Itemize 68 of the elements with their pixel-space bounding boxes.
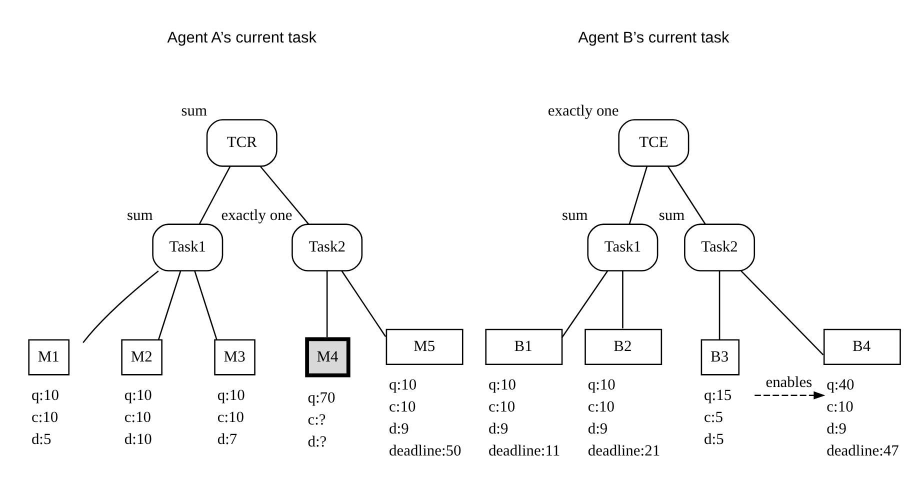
node-label: q:15 — [704, 387, 732, 404]
node-label: q:10 — [124, 387, 152, 404]
node-label: d:5 — [31, 430, 52, 448]
connector — [667, 166, 706, 224]
node-label: sum — [181, 102, 208, 120]
arrow — [754, 391, 826, 400]
node-label: sum — [562, 206, 588, 224]
node-box: B4 — [823, 328, 901, 366]
node-label: q:10 — [588, 376, 616, 394]
node-box: Task2 — [684, 224, 756, 272]
node-box: TCE — [618, 119, 690, 167]
node-label: sum — [126, 206, 153, 224]
node-label: c:10 — [826, 398, 854, 416]
node-box: B3 — [700, 339, 740, 376]
connector — [260, 166, 310, 225]
node-label: deadline:50 — [389, 442, 462, 460]
node-label: c:10 — [588, 398, 615, 416]
connector — [82, 270, 159, 343]
connector — [198, 166, 231, 224]
label: Agent A’s current task — [167, 29, 316, 46]
node-label: c:10 — [217, 408, 244, 426]
node-box: B1 — [485, 328, 563, 366]
node-box: M3 — [214, 339, 256, 376]
node-box: Task1 — [587, 224, 658, 272]
connector — [628, 166, 648, 224]
node-label: c:? — [308, 412, 326, 429]
node-label: c:10 — [124, 408, 152, 426]
node-label: d:9 — [826, 420, 846, 438]
node-label: c:10 — [389, 398, 416, 416]
node-box: TCR — [206, 119, 278, 167]
node-label: d:10 — [124, 430, 152, 448]
edge-label: enables — [766, 374, 812, 392]
connector — [622, 270, 624, 328]
node-box: Task2 — [292, 224, 363, 272]
connector — [341, 270, 386, 337]
node-label: exactly one — [548, 102, 619, 120]
connector — [561, 270, 608, 338]
label: Agent B’s current task — [578, 29, 730, 46]
node-label: sum — [658, 206, 685, 224]
node-label: q:10 — [389, 376, 417, 394]
node-label: deadline:11 — [488, 442, 560, 460]
connector — [194, 270, 218, 340]
node-box: M2 — [121, 339, 162, 376]
node-label: deadline:47 — [826, 442, 899, 460]
node-label: d:9 — [389, 420, 409, 438]
node-label: d:? — [308, 433, 327, 450]
node-label: q:40 — [826, 376, 854, 394]
node-label: deadline:21 — [588, 442, 660, 460]
node-label: q:10 — [217, 387, 245, 404]
node-label: d:5 — [704, 430, 724, 448]
node-label: q:70 — [308, 390, 336, 407]
node-box: B2 — [584, 328, 662, 366]
connector — [158, 270, 182, 340]
node-label: c:10 — [31, 408, 58, 426]
node-label: c:10 — [488, 398, 516, 416]
node-box: M1 — [28, 339, 70, 376]
connector — [326, 270, 328, 338]
node-box: M5 — [386, 328, 464, 366]
connector — [740, 270, 824, 356]
node-label: d:9 — [488, 420, 508, 438]
node-label: exactly one — [221, 206, 292, 224]
node-label: q:10 — [488, 376, 516, 394]
node-label: d:7 — [217, 430, 238, 448]
connector — [718, 270, 720, 340]
node-label: q:10 — [31, 387, 59, 404]
node-box: Task1 — [152, 224, 224, 272]
node-label: c:5 — [704, 408, 723, 426]
node-label: d:9 — [588, 420, 608, 438]
